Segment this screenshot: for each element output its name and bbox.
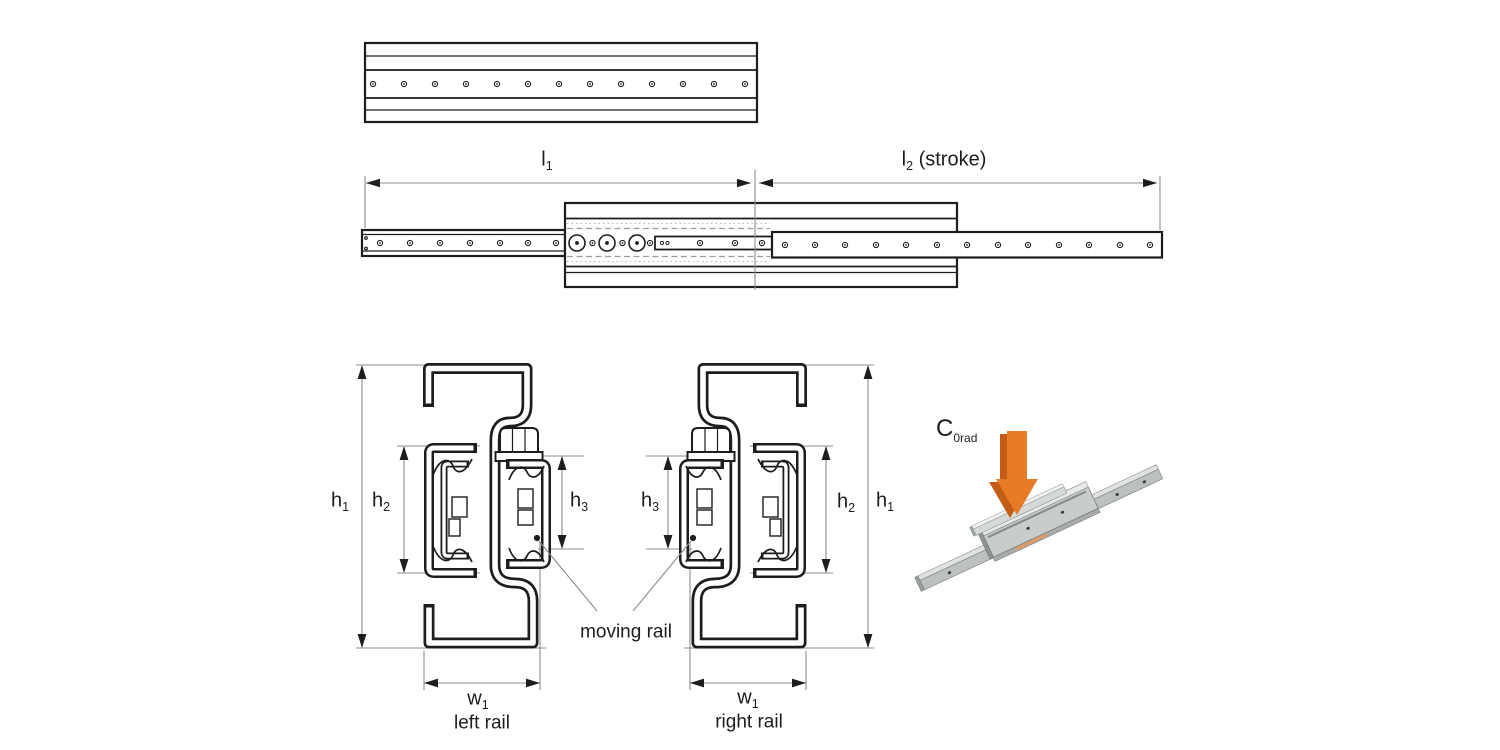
left-rail-cross-section: [356, 365, 597, 690]
load-arrow-icon: [989, 431, 1038, 518]
caption-left-rail: left rail: [454, 712, 510, 734]
l2-suffix: (stroke): [913, 148, 987, 171]
c0rad-sub: 0rad: [953, 431, 978, 445]
label-h3-left: h3: [569, 489, 589, 514]
l2-sub: 2: [906, 159, 914, 173]
side-view-drawing: [360, 170, 1164, 290]
label-moving-rail: moving rail: [580, 621, 672, 643]
rail-3d-render: [914, 464, 1164, 592]
caption-right-rail: right rail: [715, 711, 783, 733]
label-h2-right: h2: [836, 490, 856, 515]
l2-base: l: [901, 148, 907, 171]
label-c0rad: C0rad: [936, 415, 978, 445]
label-h2-left: h2: [371, 489, 391, 514]
l1-sub: 1: [545, 159, 553, 173]
label-h1-left: h1: [330, 489, 350, 514]
l1-base: l: [541, 148, 546, 171]
label-h1-right: h1: [875, 489, 895, 514]
label-w1-right: w1: [737, 686, 759, 711]
label-l1: l1: [541, 150, 552, 173]
label-l2: l2 (stroke): [902, 150, 987, 173]
top-view-drawing: [363, 41, 759, 124]
label-h3-right: h3: [640, 489, 660, 514]
label-w1-left: w1: [467, 687, 489, 712]
c0rad-base: C: [936, 415, 954, 442]
length-dimensions: [364, 176, 1161, 230]
bearing-retainer-holes: [568, 234, 654, 252]
